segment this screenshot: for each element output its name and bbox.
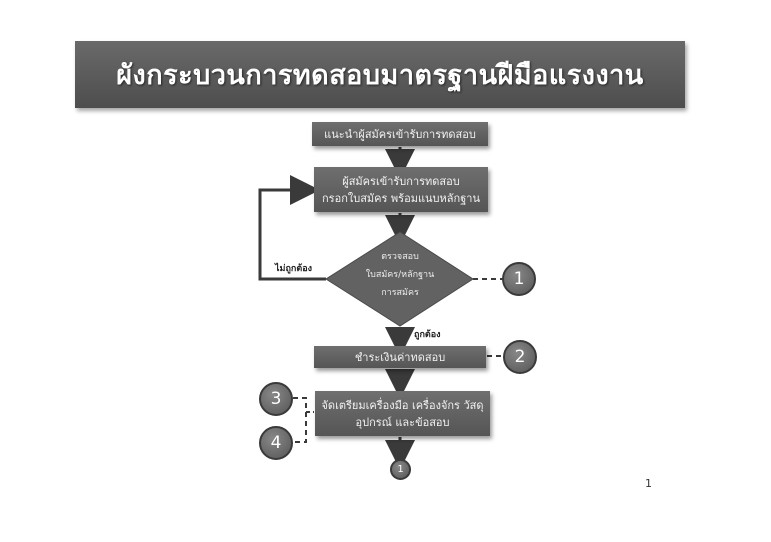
step-recommend-label: แนะนำผู้สมัครเข้ารับการทดสอบ — [324, 127, 476, 141]
page-number: 1 — [645, 477, 652, 490]
loop-back-line — [258, 175, 326, 281]
dash-m3-m4 — [293, 397, 307, 443]
step-applicant-apply: ผู้สมัครเข้ารับการทดสอบ กรอกใบสมัคร พร้อ… — [314, 167, 488, 212]
decision-line3: การสมัคร — [381, 288, 419, 298]
connector-1: 1 — [390, 459, 411, 480]
marker-3: 3 — [259, 382, 293, 416]
step-prepare-tools: จัดเตรียมเครื่องมือ เครื่องจักร วัสดุ อุ… — [315, 391, 490, 436]
label-incorrect: ไม่ถูกต้อง — [275, 264, 313, 274]
marker-2: 2 — [503, 340, 537, 374]
step-prepare-line1: จัดเตรียมเครื่องมือ เครื่องจักร วัสดุ — [321, 398, 484, 412]
step-apply-line2: กรอกใบสมัคร พร้อมแนบหลักฐาน — [322, 191, 480, 205]
step-pay-fee: ชำระเงินค่าทดสอบ — [314, 346, 486, 368]
marker-1: 1 — [502, 262, 536, 296]
decision-line1: ตรวจสอบ — [381, 252, 419, 262]
step-recommend-applicant: แนะนำผู้สมัครเข้ารับการทดสอบ — [312, 122, 488, 146]
step-pay-label: ชำระเงินค่าทดสอบ — [354, 350, 446, 364]
decision-text: ตรวจสอบ ใบสมัคร/หลักฐาน การสมัคร — [330, 248, 470, 302]
decision-line2: ใบสมัคร/หลักฐาน — [365, 270, 435, 280]
step-apply-line1: ผู้สมัครเข้ารับการทดสอบ — [342, 174, 460, 188]
step-prepare-line2: อุปกรณ์ และข้อสอบ — [355, 415, 450, 429]
title-banner: ผังกระบวนการทดสอบมาตรฐานฝีมือแรงงาน — [75, 41, 685, 108]
page-title: ผังกระบวนการทดสอบมาตรฐานฝีมือแรงงาน — [116, 60, 644, 91]
marker-4: 4 — [259, 426, 293, 460]
label-correct: ถูกต้อง — [414, 330, 441, 340]
decision-diamond — [325, 231, 474, 327]
